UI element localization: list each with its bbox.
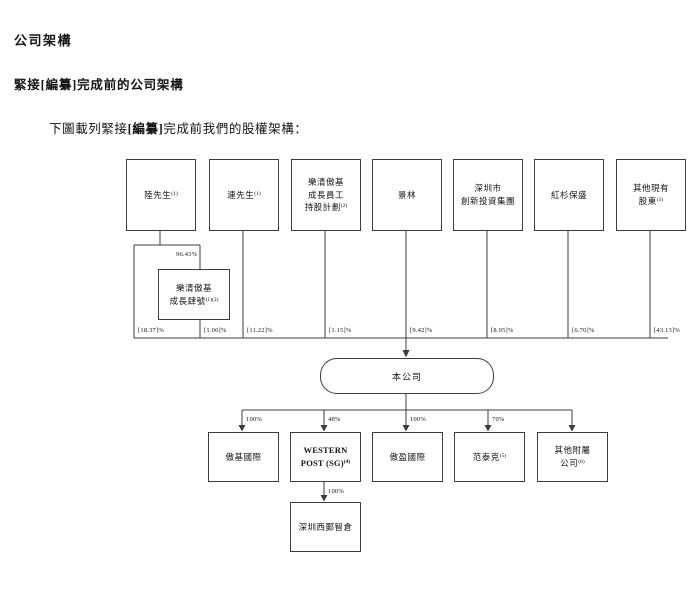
shareholder-box-lu: 陸先生(1) — [126, 159, 196, 231]
footnote-marker: (4) — [343, 459, 351, 465]
shareholder-box-szvc: 深圳市 創新投資集團 — [453, 159, 523, 231]
subsidiary-box-other-subs: 其他附屬 公司(6) — [537, 432, 608, 482]
shareholder-name: 樂清傲基 成長員工 持股計劃 — [304, 176, 344, 213]
shareholder-name: 景林 — [397, 189, 416, 200]
ownership-pct-vehicle: [1.06]% — [204, 327, 227, 334]
shareholder-name: 陸先生 — [144, 189, 172, 200]
footnote-marker: (1) — [254, 190, 261, 197]
ownership-pct-esop: [1.15]% — [329, 327, 352, 334]
second-tier-box-xiyou: 深圳西郵智倉 — [290, 502, 361, 552]
subsidiary-name: 傲盈國際 — [389, 451, 426, 462]
shareholder-box-other-existing: 其他現有 股東(3) — [616, 159, 686, 231]
shareholder-name: 深圳市 創新投資集團 — [460, 183, 515, 206]
shareholder-box-esop: 樂清傲基 成長員工 持股計劃(2) — [291, 159, 361, 231]
footnote-marker: (6) — [578, 459, 585, 465]
holding-vehicle-box: 樂清傲基 成長肆號(1)(2) — [158, 269, 230, 320]
ownership-pct-lian: [11.22]% — [247, 327, 273, 334]
subsidiary-name: 深圳西郵智倉 — [298, 521, 353, 532]
intro-post: 完成前我們的股權架構： — [163, 122, 308, 136]
ownership-pct-szvc: [8.95]% — [491, 327, 514, 334]
intro-redacted: [編纂] — [127, 122, 164, 136]
ownership-pct-jinglin: [9.42]% — [410, 327, 433, 334]
subsidiary-name: WESTERN POST (SG) — [300, 445, 348, 468]
footnote-marker: (3) — [656, 197, 664, 203]
footnote-marker: (1) — [171, 190, 178, 197]
ownership-pct-other-existing: [43.13]% — [654, 327, 680, 334]
shareholder-name: 連先生 — [227, 189, 255, 200]
ownership-pct-aukey-intl: 100% — [246, 416, 262, 423]
shareholder-box-lian: 連先生(1) — [209, 159, 279, 231]
subsidiary-box-aukey-intl: 傲基國際 — [208, 432, 279, 482]
footnote-marker: (5) — [499, 452, 507, 459]
subsidiary-box-aoying: 傲盈國際 — [372, 432, 443, 482]
shareholder-name: 紅杉保盛 — [550, 189, 587, 200]
ownership-pct-aoying: 100% — [410, 416, 426, 423]
subsidiary-name: 其他附屬 公司 — [554, 445, 591, 468]
ownership-pct-vehicle-upstream: 96.43% — [176, 251, 198, 258]
footnote-marker: (2) — [340, 203, 348, 210]
ownership-pct-lu: [18.37]% — [138, 327, 164, 334]
intro-pre: 下圖載列緊接 — [49, 122, 128, 136]
footnote-marker: (1)(2) — [205, 296, 219, 303]
subsidiary-box-western-post: WESTERN POST (SG)(4) — [290, 432, 361, 482]
subsidiary-box-fantaike: 范泰克(5) — [454, 432, 525, 482]
intro-text: 下圖載列緊接[編纂]完成前我們的股權架構： — [49, 118, 307, 137]
ownership-pct-xiyou: 100% — [328, 488, 344, 495]
ownership-pct-sequoia: [6.70]% — [572, 327, 595, 334]
holding-vehicle-name: 樂清傲基 成長肆號 — [169, 282, 212, 306]
ownership-pct-western-post: 48% — [328, 416, 341, 423]
company-box: 本公司 — [320, 358, 494, 394]
subsidiary-name: 傲基國際 — [225, 451, 262, 462]
section-heading: 緊接[編纂]完成前的公司架構 — [14, 78, 184, 92]
page-title: 公司架構 — [14, 33, 73, 48]
ownership-pct-fantaike: 70% — [492, 416, 505, 423]
shareholder-box-jinglin: 景林 — [372, 159, 442, 231]
shareholder-name: 其他現有 股東 — [632, 183, 669, 206]
subsidiary-name: 范泰克 — [472, 451, 500, 462]
company-name: 本公司 — [391, 371, 422, 382]
shareholder-box-sequoia: 紅杉保盛 — [534, 159, 604, 231]
